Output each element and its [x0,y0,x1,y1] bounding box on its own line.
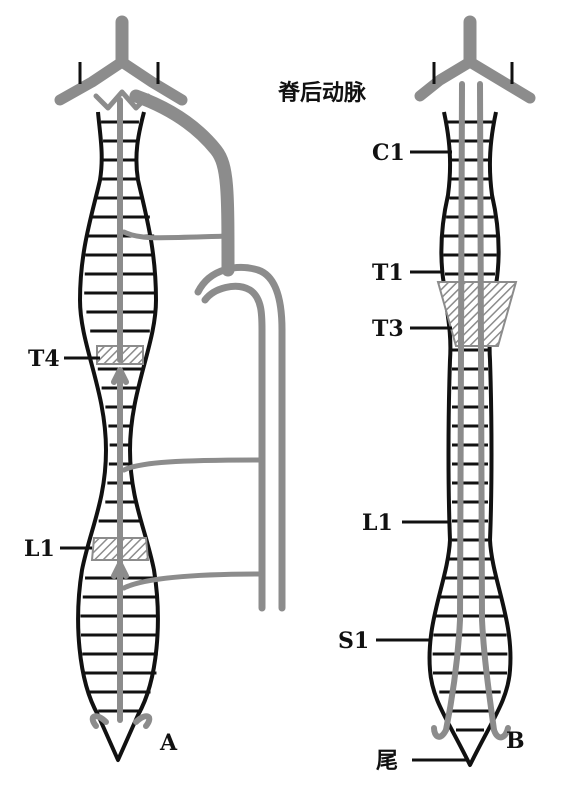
panel-a-tail-curls [89,713,153,729]
panel-b-cord-outline [427,111,513,767]
panel-a-arrow-up-l1 [111,561,129,579]
panel-b: 脊后动脉 C1 T1 T3 L1 S1 尾 B [277,15,536,774]
panel-a-radicular-branch-1 [121,229,233,241]
panel-a-descending-vessel [129,89,235,277]
panel-b-tail-label: 尾 [376,749,398,774]
panel-a-title: A [159,730,178,756]
panel-b-t1-label: T1 [372,260,404,286]
panel-b-title: B [506,728,525,754]
panel-b-c1-label: C1 [372,140,405,166]
panel-b-top-artery-branches [414,56,536,104]
panel-a-top-artery-branches [54,56,188,106]
panel-b-t3-label: T3 [372,316,404,342]
panel-b-segment-lines [432,120,508,732]
panel-b-t1-t3-hatched-segment [436,281,518,347]
panel-a-radicular-branch-3 [121,571,265,591]
panel-b-l1-label: L1 [362,510,393,536]
panel-a-l1-label: L1 [24,536,55,562]
panel-a-arrow-up-t4 [111,367,129,385]
panel-a-radicular-branch-2 [121,457,265,473]
panel-a: T4 L1 A [24,15,286,762]
panel-b-left-posterior-artery [443,81,465,733]
panel-b-tail-curls [431,725,511,741]
panel-b-s1-label: S1 [338,628,369,654]
panel-b-right-posterior-artery [477,81,497,733]
panel-a-top-ticks [78,62,160,84]
panel-a-t4-label: T4 [28,346,60,372]
panel-a-aortic-arch-outer [194,264,286,612]
panel-b-top-ticks [432,62,514,84]
posterior-spinal-artery-label: 脊后动脉 [277,80,367,106]
panel-a-cord-outline [76,111,160,762]
panel-a-aortic-arch-inner [201,282,266,612]
